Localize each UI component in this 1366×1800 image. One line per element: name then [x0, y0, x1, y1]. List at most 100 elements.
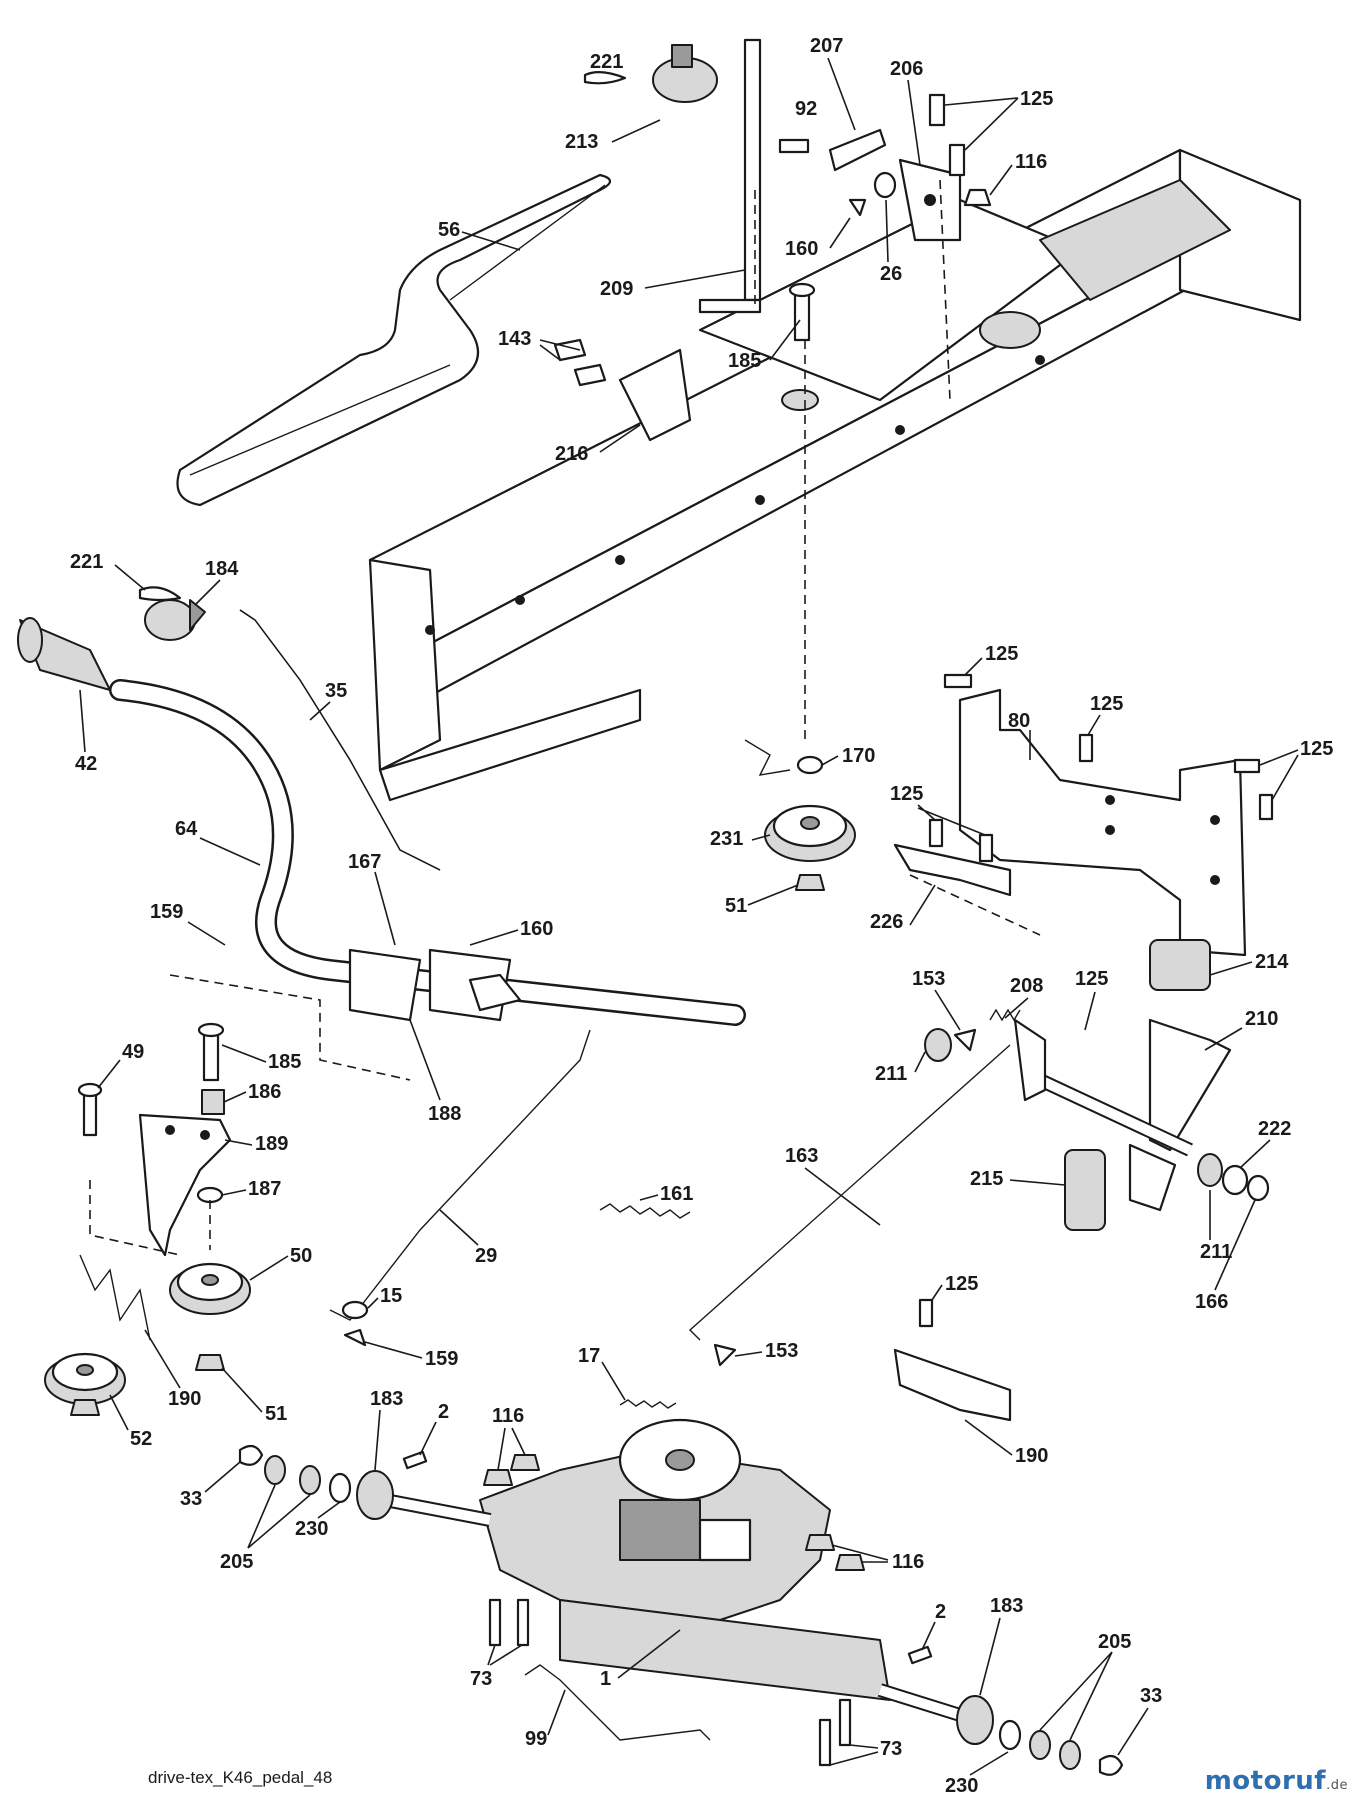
nuts-116: [483, 1454, 865, 1571]
rod-35: [239, 609, 441, 871]
callout-15: 15: [380, 1285, 402, 1307]
callout-2-right: 2: [935, 1601, 946, 1623]
callout-116-left: 116: [492, 1405, 524, 1427]
callout-215: 215: [970, 1168, 1003, 1190]
bracket-206: [898, 158, 962, 242]
callout-26: 26: [880, 263, 902, 285]
callout-153-lower: 153: [765, 1340, 798, 1362]
callout-125-top: 125: [1020, 88, 1053, 110]
callout-153-right: 153: [912, 968, 945, 990]
washers-205-230-left: [264, 1455, 352, 1504]
bushings-183: [356, 1470, 994, 1745]
washer-15: [341, 1300, 369, 1320]
callout-50: 50: [290, 1245, 312, 1267]
callout-52: 52: [130, 1428, 152, 1450]
pulley-231: [744, 739, 856, 891]
callout-226: 226: [870, 911, 903, 933]
chassis-frame: [368, 148, 1302, 802]
diagram-caption: drive-tex_K46_pedal_48: [148, 1768, 333, 1787]
callout-163: 163: [785, 1145, 818, 1167]
callout-167: 167: [348, 851, 381, 873]
watermark-logo: motoruf.de: [1205, 1766, 1348, 1796]
callout-161: 161: [660, 1183, 693, 1205]
callout-17: 17: [578, 1345, 600, 1367]
nuts-51-left: [70, 1354, 225, 1416]
bracket-189: [138, 1113, 232, 1257]
knob-184: [144, 599, 206, 641]
callout-184: 184: [205, 558, 239, 580]
pedal-pad-214: [1149, 939, 1211, 991]
callout-187: 187: [248, 1178, 281, 1200]
callout-211-left: 211: [875, 1063, 907, 1085]
washers-211-222-166: [924, 1028, 1270, 1202]
bolts-73: [488, 1598, 852, 1767]
callout-209: 209: [600, 278, 633, 300]
callout-42: 42: [75, 753, 97, 775]
callout-125-r3: 125: [1300, 738, 1333, 760]
watermark-suffix: .de: [1326, 1778, 1348, 1793]
watermark-text: motoruf: [1204, 1766, 1327, 1796]
callout-205-right: 205: [1098, 1631, 1131, 1653]
clip-pin-221-top: [583, 71, 627, 85]
callout-210: 210: [1245, 1008, 1278, 1030]
lever-64: [109, 679, 746, 1026]
axle-right: [877, 1683, 963, 1722]
callout-35: 35: [325, 680, 347, 702]
callout-231: 231: [710, 828, 743, 850]
spring-161: [599, 1203, 691, 1219]
callout-230-right: 230: [945, 1775, 978, 1797]
callout-49: 49: [122, 1041, 144, 1063]
callout-2-left: 2: [438, 1401, 449, 1423]
rod-99: [524, 1664, 711, 1741]
callout-188: 188: [428, 1103, 461, 1125]
callout-64: 64: [175, 818, 198, 840]
callout-116-right: 116: [892, 1551, 924, 1573]
lever-207: [828, 128, 887, 172]
belt-guide-190: [79, 1254, 151, 1341]
callout-214: 214: [1255, 951, 1289, 973]
washer-187: [196, 1186, 224, 1204]
callout-92: 92: [795, 98, 817, 120]
callout-125-r1: 125: [985, 643, 1018, 665]
callout-222: 222: [1258, 1118, 1291, 1140]
callout-125-r4: 125: [890, 783, 923, 805]
callout-160-left: 160: [520, 918, 553, 940]
callout-205-left: 205: [220, 1551, 253, 1573]
callout-216: 216: [555, 443, 588, 465]
bolt-49: [77, 1082, 103, 1137]
callout-186: 186: [248, 1081, 281, 1103]
bolts-125-top: [928, 93, 992, 207]
bushing-186: [201, 1089, 225, 1115]
callout-125-bracket: 125: [945, 1273, 978, 1295]
pedal-shaft-assembly: [1013, 1018, 1193, 1212]
pedal-210: [1148, 1018, 1232, 1152]
callout-160-top: 160: [785, 238, 818, 260]
transaxle: [479, 1418, 891, 1701]
assembly-lines: [89, 179, 1041, 1256]
callout-56: 56: [438, 219, 460, 241]
callout-230-left: 230: [295, 1518, 328, 1540]
callout-80: 80: [1008, 710, 1030, 732]
link-rod-29: [329, 1029, 591, 1321]
callout-125-r2: 125: [1090, 693, 1123, 715]
callout-221-left: 221: [70, 551, 103, 573]
ring-26: [873, 171, 897, 199]
washers-205-230-right: [998, 1719, 1081, 1770]
callout-208: 208: [1010, 975, 1043, 997]
callout-183-left: 183: [370, 1388, 403, 1410]
callout-185-top: 185: [728, 350, 761, 372]
callout-206: 206: [890, 58, 923, 80]
clip-153: [713, 1028, 977, 1367]
callout-33-right: 33: [1140, 1685, 1162, 1707]
callout-166: 166: [1195, 1291, 1228, 1313]
shift-knob: [652, 44, 718, 103]
callout-99: 99: [525, 1728, 547, 1750]
shift-lever: [698, 38, 762, 314]
bolt-185-top: [788, 282, 816, 342]
pulley-50: [169, 1262, 251, 1315]
grip-42: [17, 617, 111, 691]
callout-159-lower: 159: [425, 1348, 458, 1370]
callout-211-right: 211: [1200, 1241, 1232, 1263]
callout-143: 143: [498, 328, 531, 350]
